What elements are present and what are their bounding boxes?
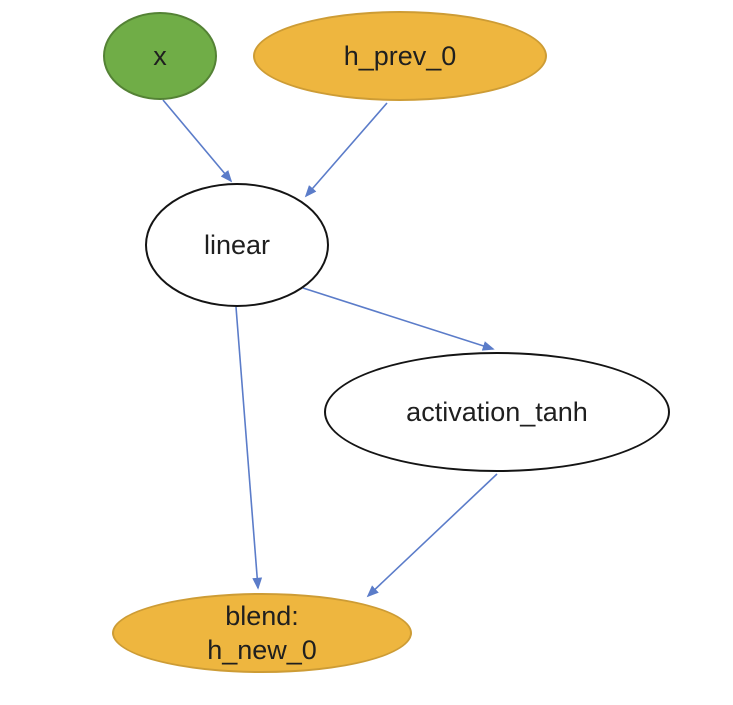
node-h_prev_0: h_prev_0	[253, 11, 547, 101]
node-activation_tanh: activation_tanh	[324, 352, 670, 472]
node-label: blend: h_new_0	[207, 601, 317, 665]
node-x: x	[103, 12, 217, 100]
node-label: activation_tanh	[406, 397, 588, 427]
edge-linear-to-blend_h_new_0	[235, 306, 263, 590]
edge-x-to-linear	[162, 99, 233, 183]
edge-h_prev_0-to-linear	[304, 102, 388, 198]
edge-linear-to-activation_tanh	[302, 287, 495, 351]
node-label: h_prev_0	[343, 41, 457, 71]
node-label: x	[153, 41, 167, 71]
node-label: linear	[203, 230, 271, 260]
node-blend_h_new_0: blend: h_new_0	[112, 593, 412, 673]
edge-activation_tanh-to-blend_h_new_0	[366, 473, 498, 598]
node-linear: linear	[145, 183, 329, 307]
